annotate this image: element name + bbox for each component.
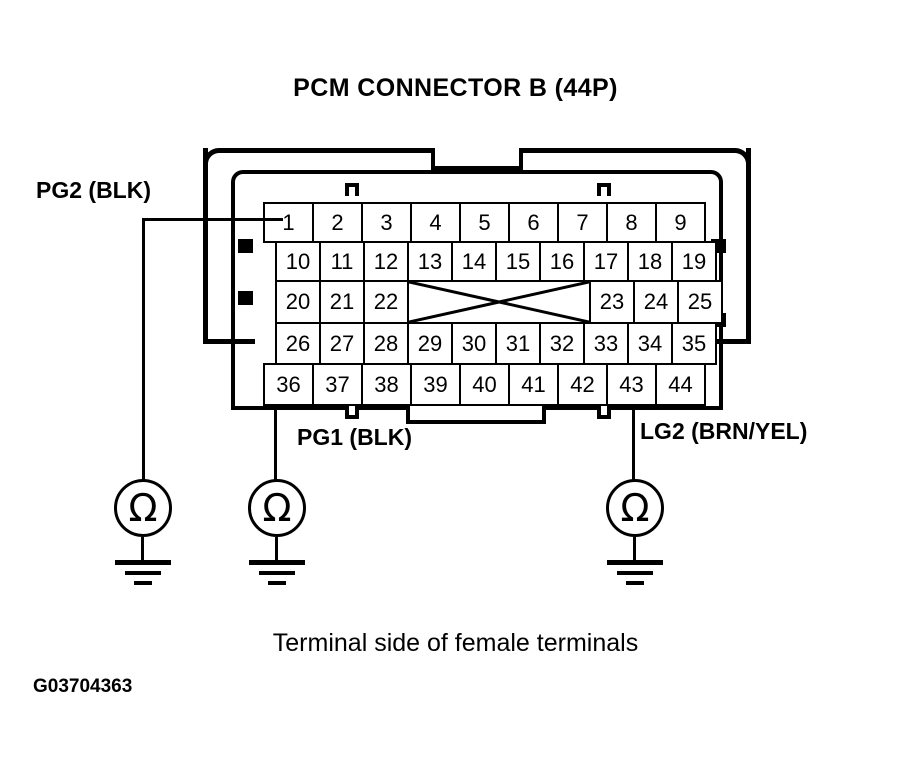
top-right-bump <box>597 183 611 196</box>
omega-symbol: Ω <box>620 486 650 530</box>
label-lg2: LG2 (BRN/YEL) <box>640 418 808 444</box>
ground-bar-3 <box>626 581 644 585</box>
pg2-leader-horizontal <box>142 218 283 221</box>
terminal-cell[interactable]: 34 <box>627 322 673 365</box>
ground-bar-2 <box>125 571 161 575</box>
ground-icon <box>242 537 312 585</box>
ground-icon <box>108 537 178 585</box>
terminal-cell[interactable]: 33 <box>583 322 629 365</box>
outer-shell-right-leg <box>746 148 751 344</box>
ohmmeter-icon: Ω <box>248 479 306 537</box>
unused-terminal-area <box>407 280 591 324</box>
left-locking-tab-lower <box>238 291 253 305</box>
outer-shell-left-leg <box>203 148 208 344</box>
terminal-cell[interactable]: 44 <box>655 363 706 406</box>
terminal-cell[interactable]: 18 <box>627 241 673 282</box>
terminal-cell[interactable]: 35 <box>671 322 717 365</box>
terminal-cell[interactable]: 31 <box>495 322 541 365</box>
terminal-cell[interactable]: 37 <box>312 363 363 406</box>
ground-stem <box>275 537 278 561</box>
ground-bar-3 <box>268 581 286 585</box>
terminal-cell[interactable]: 29 <box>407 322 453 365</box>
ground-bar-2 <box>259 571 295 575</box>
figure-caption: Terminal side of female terminals <box>272 629 639 657</box>
label-pg2: PG2 (BLK) <box>36 177 151 203</box>
terminal-cell[interactable]: 43 <box>606 363 657 406</box>
bottom-center-tab <box>406 406 546 424</box>
ohmmeter-body <box>114 479 172 537</box>
omega-symbol: Ω <box>128 486 158 530</box>
terminal-cell[interactable]: 32 <box>539 322 585 365</box>
ohmmeter-body <box>248 479 306 537</box>
terminal-cell[interactable]: 10 <box>275 241 321 282</box>
terminal-cell[interactable]: 41 <box>508 363 559 406</box>
terminal-cell[interactable]: 20 <box>275 280 321 324</box>
ground-stem <box>633 537 636 561</box>
terminal-cell[interactable]: 39 <box>410 363 461 406</box>
bottom-left-bump <box>345 406 359 419</box>
terminal-row-1: 1 2 3 4 5 6 7 8 9 <box>263 202 706 243</box>
figure-id: G03704363 <box>33 676 133 697</box>
terminal-cell[interactable]: 4 <box>410 202 461 243</box>
terminal-cell[interactable]: 23 <box>589 280 635 324</box>
lg2-leader-vertical <box>632 410 635 480</box>
terminal-cell[interactable]: 30 <box>451 322 497 365</box>
terminal-cell[interactable]: 40 <box>459 363 510 406</box>
terminal-cell[interactable]: 14 <box>451 241 497 282</box>
top-latch-notch <box>431 148 523 170</box>
terminal-cell[interactable]: 27 <box>319 322 365 365</box>
outer-shell-left-foot <box>203 339 255 344</box>
terminal-row-5: 36 37 38 39 40 41 42 43 44 <box>263 363 706 406</box>
terminal-cell[interactable]: 2 <box>312 202 363 243</box>
terminal-cell[interactable]: 26 <box>275 322 321 365</box>
terminal-cell[interactable]: 22 <box>363 280 409 324</box>
terminal-cell[interactable]: 5 <box>459 202 510 243</box>
ground-bar-2 <box>617 571 653 575</box>
top-left-bump <box>345 183 359 196</box>
crossed-out-icon <box>409 282 589 322</box>
terminal-cell[interactable]: 7 <box>557 202 608 243</box>
bottom-right-bump <box>597 406 611 419</box>
ohmmeter-icon: Ω <box>606 479 664 537</box>
ground-bar-1 <box>249 560 305 565</box>
omega-symbol: Ω <box>262 486 292 530</box>
terminal-cell[interactable]: 25 <box>677 280 723 324</box>
ground-icon <box>600 537 670 585</box>
terminal-cell[interactable]: 17 <box>583 241 629 282</box>
terminal-cell[interactable]: 28 <box>363 322 409 365</box>
ground-bar-1 <box>607 560 663 565</box>
pg2-leader-vertical <box>142 218 145 480</box>
label-pg1: PG1 (BLK) <box>297 424 412 450</box>
terminal-cell[interactable]: 38 <box>361 363 412 406</box>
terminal-cell[interactable]: 36 <box>263 363 314 406</box>
terminal-cell[interactable]: 8 <box>606 202 657 243</box>
left-locking-tab-upper <box>238 239 253 253</box>
ohmmeter-body <box>606 479 664 537</box>
pg1-leader-vertical <box>274 410 277 480</box>
page-title: PCM CONNECTOR B (44P) <box>293 74 618 102</box>
terminal-cell[interactable]: 16 <box>539 241 585 282</box>
ground-stem <box>141 537 144 561</box>
terminal-cell[interactable]: 24 <box>633 280 679 324</box>
terminal-cell[interactable]: 13 <box>407 241 453 282</box>
terminal-cell[interactable]: 19 <box>671 241 717 282</box>
terminal-cell[interactable]: 11 <box>319 241 365 282</box>
terminal-cell[interactable]: 12 <box>363 241 409 282</box>
terminal-cell[interactable]: 9 <box>655 202 706 243</box>
ground-bar-1 <box>115 560 171 565</box>
terminal-cell[interactable]: 6 <box>508 202 559 243</box>
terminal-cell[interactable]: 42 <box>557 363 608 406</box>
ohmmeter-icon: Ω <box>114 479 172 537</box>
terminal-cell[interactable]: 3 <box>361 202 412 243</box>
terminal-row-2: 10 11 12 13 14 15 16 17 18 19 <box>275 241 717 282</box>
terminal-cell[interactable]: 15 <box>495 241 541 282</box>
terminal-row-3: 20 21 22 23 24 25 <box>275 280 723 324</box>
terminal-cell[interactable]: 1 <box>263 202 314 243</box>
ground-bar-3 <box>134 581 152 585</box>
terminal-cell[interactable]: 21 <box>319 280 365 324</box>
terminal-row-4: 26 27 28 29 30 31 32 33 34 35 <box>275 322 717 365</box>
outer-shell-right-foot <box>699 339 751 344</box>
